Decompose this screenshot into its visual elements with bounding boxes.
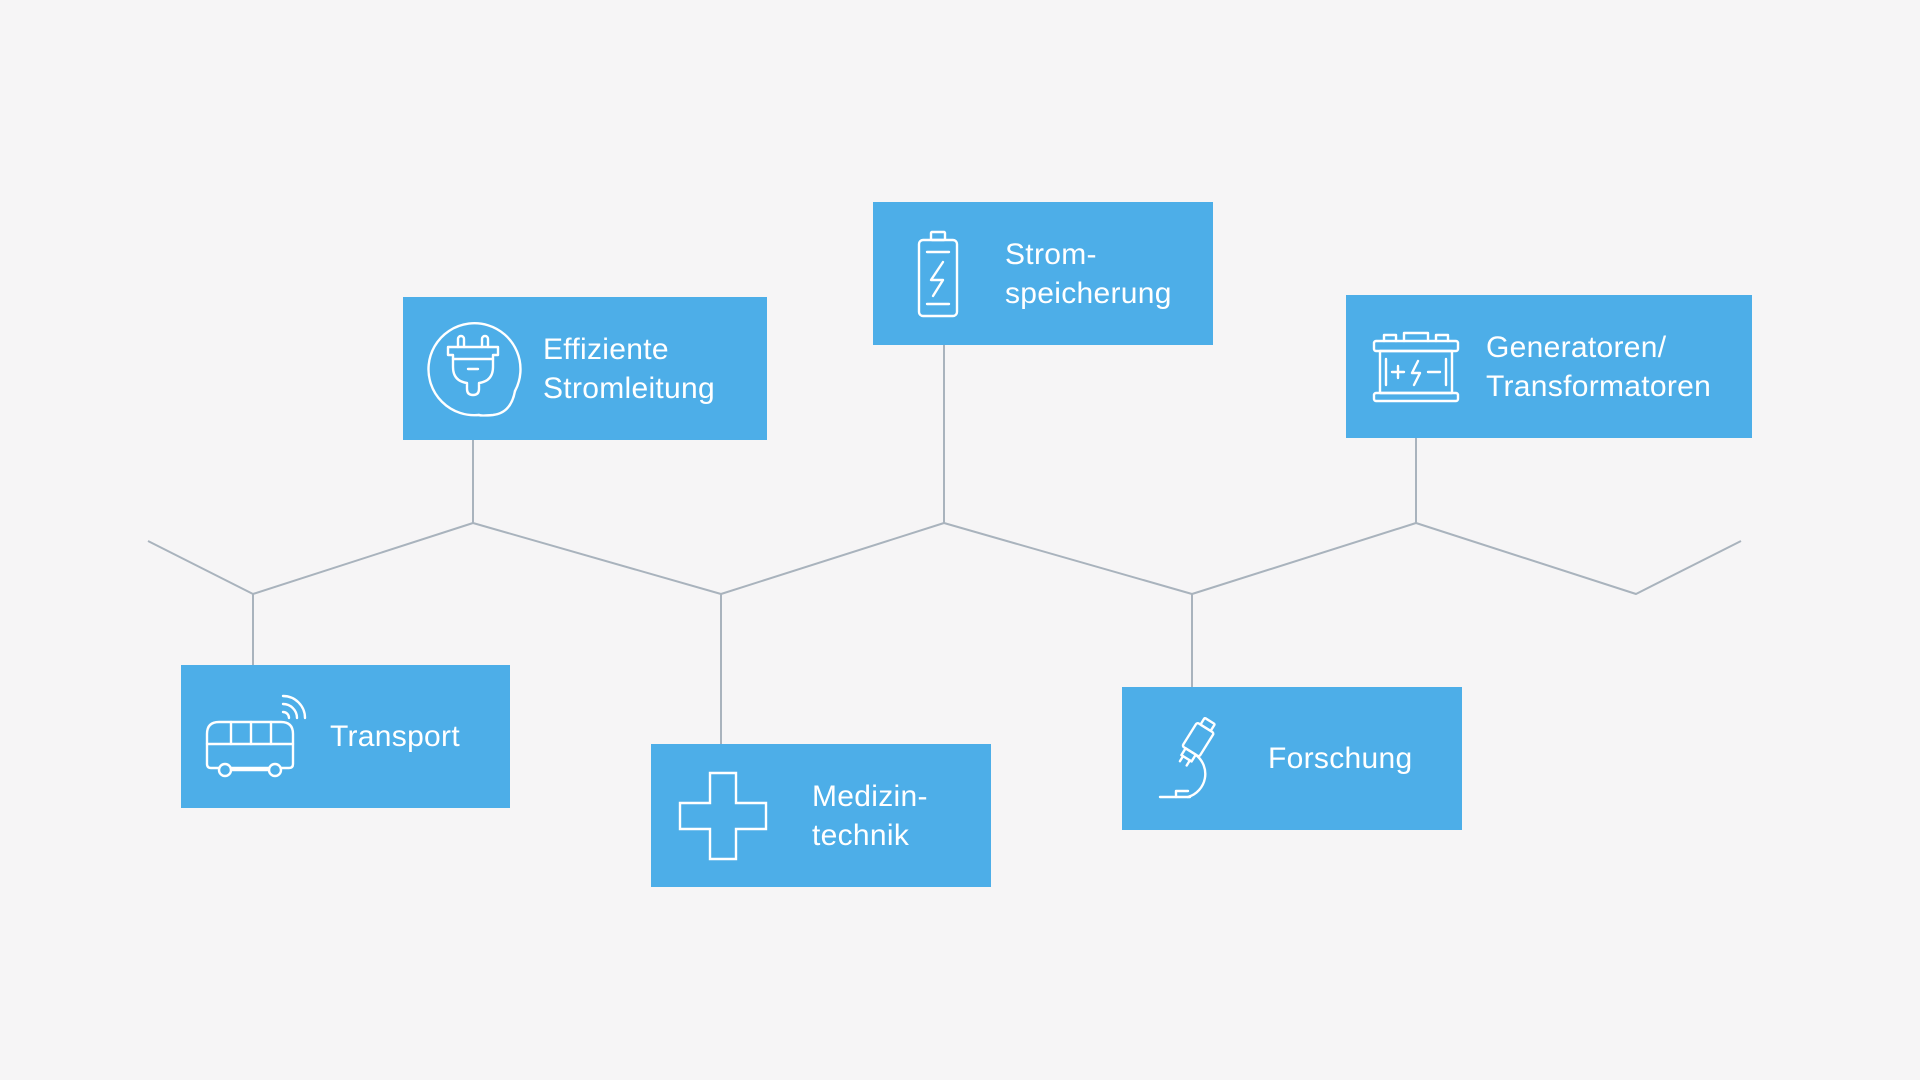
node-label: Forschung [1268,739,1412,778]
label-line: technik [812,818,910,852]
label-line: Forschung [1268,742,1413,775]
node-transport: Transport [181,665,510,808]
node-stromleitung: Effiziente Stromleitung [403,297,767,440]
node-label: Generatoren/ Transformatoren [1486,328,1711,406]
battery-icon [913,226,963,322]
bus-icon [203,694,313,780]
node-generatoren: Generatoren/ Transformatoren [1346,295,1752,438]
node-label: Transport [330,717,460,756]
node-label: Effiziente Stromleitung [543,330,715,408]
label-line: Strom- [1005,237,1097,271]
node-medizintechnik: Medizin- technik [651,744,991,887]
zigzag-line [147,522,1742,595]
label-line: Effiziente [543,332,669,366]
label-line: Transport [330,720,460,753]
car-battery-icon [1370,327,1462,407]
label-line: Transformatoren [1486,369,1712,403]
microscope-icon [1156,713,1226,805]
node-stromspeicherung: Strom- speicherung [873,202,1213,345]
label-line: Stromleitung [543,371,716,405]
label-line: speicherung [1005,276,1172,310]
node-forschung: Forschung [1122,687,1462,830]
node-label: Strom- speicherung [1005,235,1172,313]
plug-icon [423,319,523,419]
node-label: Medizin- technik [812,777,928,855]
label-line: Medizin- [812,779,928,813]
medical-cross-icon [677,770,769,862]
label-line: Generatoren/ [1486,330,1667,364]
